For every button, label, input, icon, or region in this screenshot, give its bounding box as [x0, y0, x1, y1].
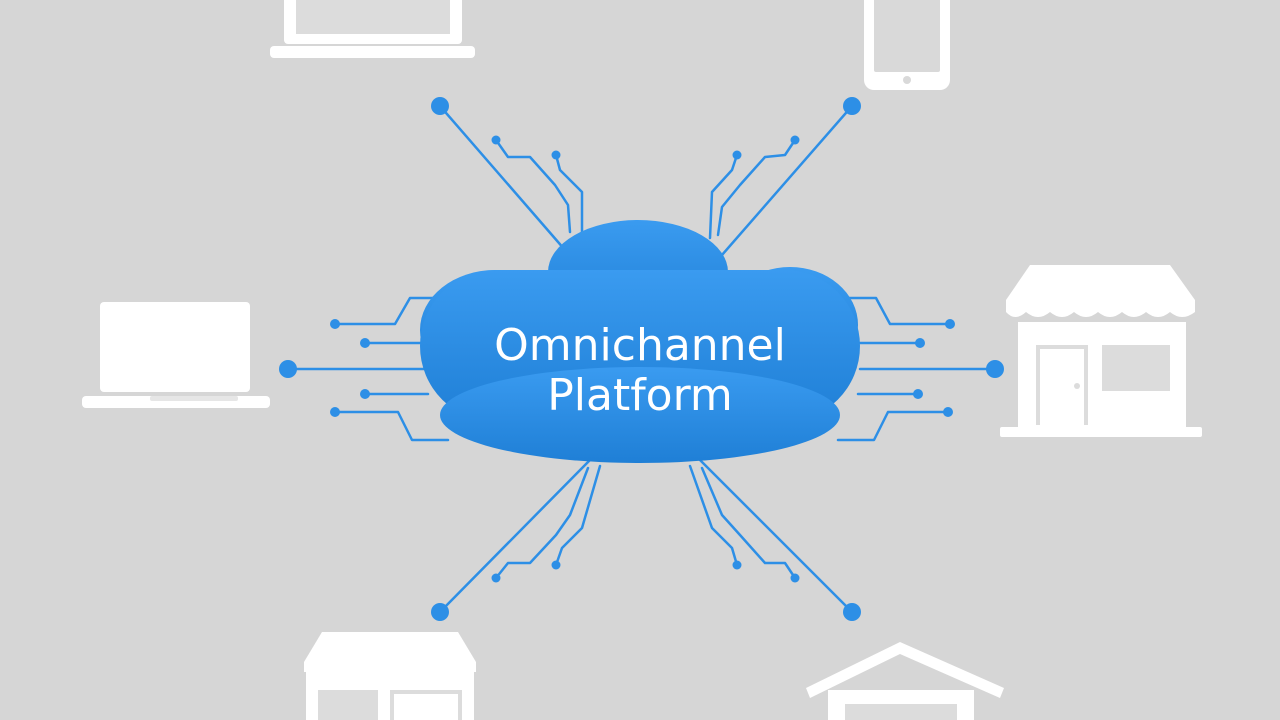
circuit-trace [494, 138, 572, 234]
endpoint-dot [790, 135, 800, 145]
endpoint-dot [945, 319, 955, 329]
connector-line [720, 104, 854, 257]
house-icon [806, 642, 1004, 720]
endpoint-dot [491, 573, 501, 583]
circuit-trace [708, 153, 739, 240]
endpoint-dot [551, 150, 561, 160]
endpoint-dot [790, 573, 800, 583]
storefront-icon [304, 632, 476, 720]
circuit-trace [494, 466, 590, 580]
circuit-trace [333, 410, 450, 442]
endpoint-dot [915, 338, 925, 348]
platform-title-line2: Platform [547, 370, 733, 421]
circuit-trace [333, 296, 447, 326]
endpoint-dot [986, 360, 1004, 378]
endpoint-dot [279, 360, 297, 378]
endpoint-dot [360, 338, 370, 348]
circuit-trace [700, 466, 797, 580]
endpoint-dot [491, 135, 501, 145]
tablet-icon [864, 0, 950, 90]
circuit-trace [716, 138, 797, 237]
endpoint-dot [360, 389, 370, 399]
connector-line [438, 458, 592, 614]
endpoint-dot [843, 603, 861, 621]
circuit-trace [836, 410, 950, 442]
endpoint-dot [330, 407, 340, 417]
laptop-icon [270, 0, 475, 58]
connector-lines [286, 104, 997, 614]
cloud-icon: Omnichannel Platform [420, 220, 860, 463]
connector-endpoints [279, 97, 1004, 621]
endpoint-dot [913, 389, 923, 399]
endpoint-dot [551, 560, 561, 570]
endpoint-dot [431, 97, 449, 115]
circuit-trace [838, 296, 952, 326]
platform-title-line1: Omnichannel [494, 320, 786, 371]
endpoint-dot [732, 560, 742, 570]
storefront-icon [1000, 265, 1202, 437]
connector-line [438, 104, 567, 252]
endpoint-dot [943, 407, 953, 417]
connector-line [698, 458, 854, 614]
circuit-trace [554, 153, 584, 237]
endpoint-dot [732, 150, 742, 160]
endpoint-dot [330, 319, 340, 329]
laptop-icon [82, 302, 270, 408]
endpoint-dot [431, 603, 449, 621]
endpoint-dot [843, 97, 861, 115]
circuit-trace [554, 464, 602, 567]
circuit-trace [688, 464, 739, 567]
